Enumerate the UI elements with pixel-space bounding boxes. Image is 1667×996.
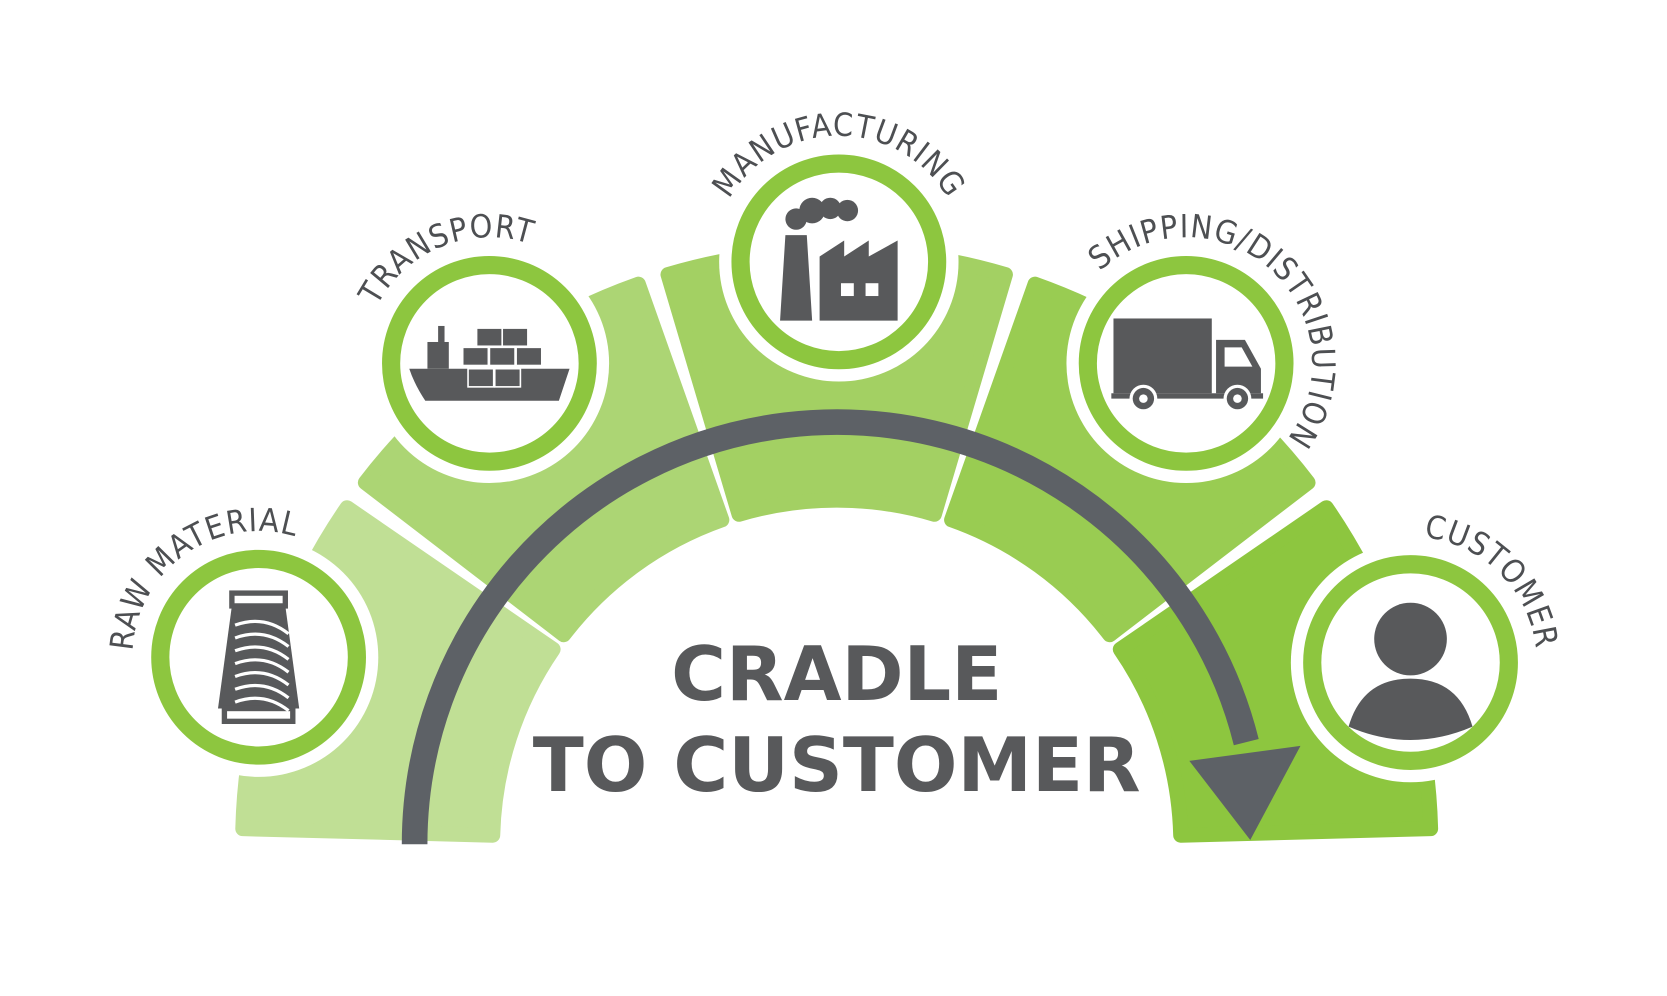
thread-spool-icon bbox=[217, 590, 300, 725]
stage-node-transport: TRANSPORT bbox=[350, 207, 610, 484]
person-icon bbox=[1348, 602, 1473, 741]
stage-node-shipping-distribution: SHIPPING/DISTRIBUTION bbox=[1066, 207, 1341, 484]
stage-node-customer: CUSTOMER bbox=[1290, 507, 1565, 783]
title-line-1: CRADLE bbox=[671, 631, 1002, 718]
delivery-truck-icon bbox=[1111, 318, 1264, 413]
factory-icon bbox=[780, 197, 898, 321]
title-line-2: TO CUSTOMER bbox=[533, 722, 1141, 809]
arrow-head-icon bbox=[1189, 745, 1301, 840]
flow-arrow bbox=[401, 409, 1259, 845]
cargo-ship-icon bbox=[409, 325, 570, 401]
